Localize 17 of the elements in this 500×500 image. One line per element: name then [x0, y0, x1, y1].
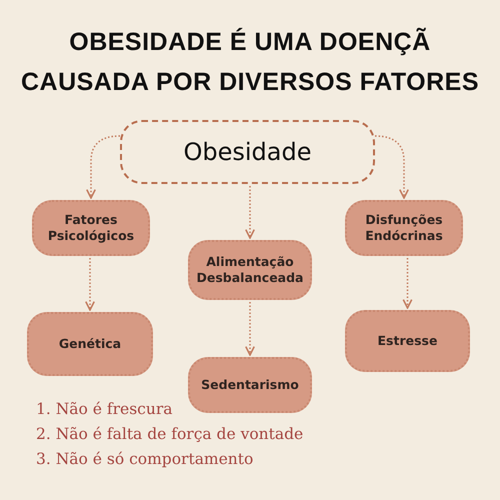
list-item: 1. Não é frescura — [36, 400, 172, 418]
topic-box: Fatores Psicológicos — [32, 200, 150, 256]
dotted-arrow — [245, 186, 255, 239]
topic-box: Estresse — [345, 310, 470, 372]
dotted-arrow — [86, 135, 120, 199]
dotted-arrow — [245, 302, 255, 356]
topic-box: Genética — [27, 312, 153, 376]
dotted-arrow — [85, 258, 95, 311]
list-item: 2. Não é falta de força de vontade — [36, 425, 304, 443]
dotted-arrow — [402, 258, 412, 309]
topic-box: Disfunções Endócrinas — [345, 200, 463, 256]
title-box: Obesidade — [120, 120, 375, 184]
list-item: 3. Não é só comportamento — [36, 450, 254, 468]
title: OBESIDADE É UMA DOENÇÃ CAUSADA POR DIVERSOS FATORES — [20, 26, 480, 98]
topic-box: Sedentarismo — [188, 357, 312, 413]
dotted-arrow — [374, 135, 409, 199]
topic-box: Alimentação Desbalanceada — [188, 240, 312, 300]
